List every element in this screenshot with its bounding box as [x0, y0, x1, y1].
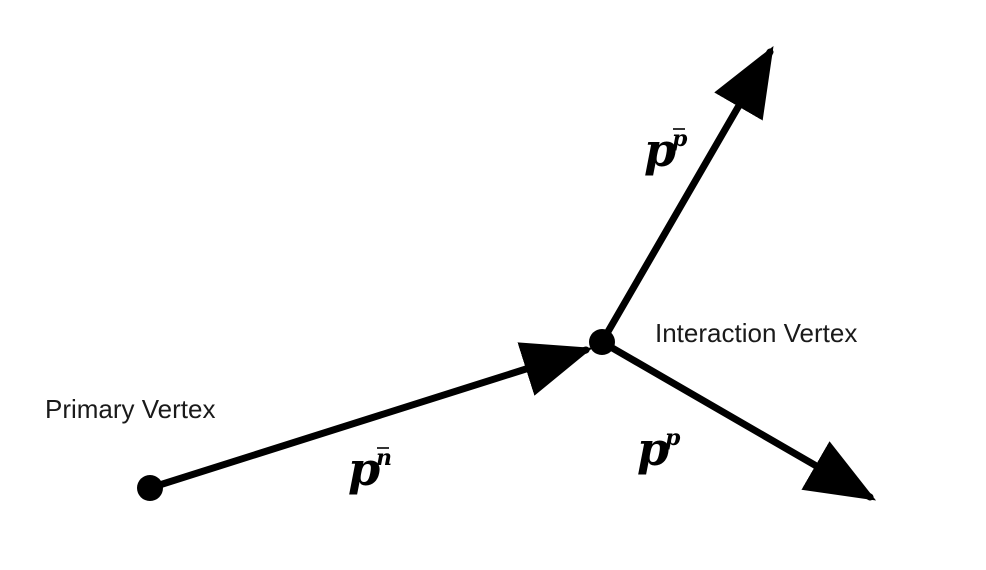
outgoing-lower-track-arrow: [598, 338, 877, 501]
primary-vertex-label: Primary Vertex: [45, 394, 216, 424]
primary-vertex-dot: [137, 475, 163, 501]
incoming-momentum-superscript: n: [376, 445, 392, 471]
outgoing-lower-momentum-base: p: [637, 422, 669, 476]
outgoing-lower-momentum-label: p p: [637, 422, 681, 476]
outgoing-upper-track-arrow: [598, 45, 774, 346]
outgoing-upper-momentum-base: p: [644, 123, 676, 177]
incoming-momentum-label: p n: [348, 442, 392, 496]
interaction-vertex-label: Interaction Vertex: [655, 318, 857, 348]
incoming-momentum-base: p: [348, 442, 380, 496]
outgoing-upper-momentum-superscript: p: [672, 126, 688, 152]
outgoing-upper-momentum-label: p p: [644, 123, 688, 177]
outgoing-lower-momentum-superscript: p: [665, 425, 681, 451]
incoming-track-arrow: [146, 342, 593, 492]
interaction-vertex-dot: [589, 329, 615, 355]
